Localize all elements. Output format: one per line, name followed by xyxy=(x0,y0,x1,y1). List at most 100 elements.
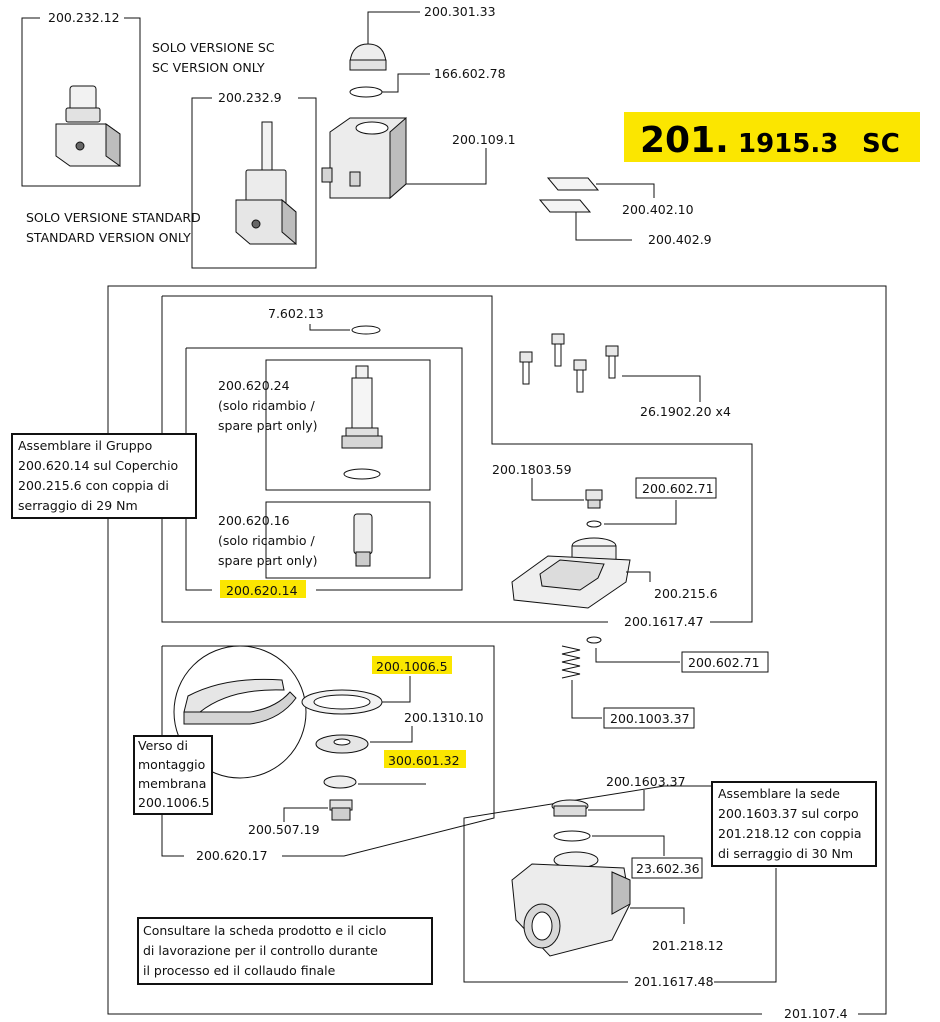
label-plate-1: 200.402.10 xyxy=(622,202,694,217)
label-membrane-disc: 200.1310.10 xyxy=(404,710,484,725)
armature-frame xyxy=(265,359,431,491)
label-screws: 26.1902.20 x4 xyxy=(640,404,731,419)
plunger-frame xyxy=(265,501,431,579)
note-membrane-line1: Verso di xyxy=(138,738,188,753)
label-pilot-oring: 200.602.71 xyxy=(642,481,714,496)
armature-tube-icon xyxy=(341,365,383,480)
label-spring: 200.1003.37 xyxy=(610,711,690,726)
oring-top-icon xyxy=(351,325,381,335)
seat-icon xyxy=(551,799,589,817)
label-spring-oring: 200.602.71 xyxy=(688,655,760,670)
pilot-oring-icon xyxy=(586,520,602,528)
label-pilot-seat: 200.1803.59 xyxy=(492,462,572,477)
coil-group: 200.301.33 166.602.78 200.109.1 xyxy=(321,4,516,200)
note-seat-line4: di serraggio di 30 Nm xyxy=(718,846,853,861)
label-tube-group: 200.620.14 xyxy=(226,583,298,598)
cover-icon xyxy=(511,537,631,609)
title-suffix: SC xyxy=(862,129,900,159)
spring-box xyxy=(603,707,695,729)
label-plunger: 200.620.16 xyxy=(218,513,290,528)
pilot-oring-box xyxy=(635,477,717,499)
label-plate-2-icon xyxy=(538,199,592,213)
label-kit: 201.107.4 xyxy=(784,1006,848,1021)
label-plates-group: 200.402.10 200.402.9 xyxy=(538,177,712,247)
kit-frame xyxy=(107,285,887,1015)
title-prefix: 201. xyxy=(640,120,729,161)
label-connector-std: 200.232.9 xyxy=(218,90,282,105)
membrane-disc-icon xyxy=(315,734,369,754)
label-seat: 200.1603.37 xyxy=(606,774,686,789)
sc-version-it: SOLO VERSIONE SC xyxy=(152,40,275,55)
membrane-group-frame xyxy=(162,645,495,857)
cover-group-frame xyxy=(162,295,753,623)
body-group-frame xyxy=(463,785,714,983)
membrane-oring-icon xyxy=(323,775,357,789)
note-assembly-line3: 200.215.6 con coppia di xyxy=(18,478,169,493)
spring-icon xyxy=(561,645,581,679)
membrane-oring-highlight xyxy=(384,750,466,768)
note-seat-line1: Assemblare la sede xyxy=(718,786,840,801)
tube-group-highlight xyxy=(220,580,306,598)
label-membrane-group: 200.620.17 xyxy=(196,848,268,863)
tube-group-frame xyxy=(186,347,463,591)
valve-body-icon xyxy=(511,851,631,957)
label-cover-group: 200.1617.47 xyxy=(624,614,704,629)
plunger-icon xyxy=(353,513,373,567)
drawing-title: 201. 1915.3 SC xyxy=(624,112,920,162)
std-version-en: STANDARD VERSION ONLY xyxy=(26,230,191,245)
note-assembly-line1: Assemblare il Gruppo xyxy=(18,438,152,453)
nut-oring-icon xyxy=(349,86,383,98)
connector-std-icon xyxy=(235,121,297,246)
membrane-highlight xyxy=(372,656,452,674)
note-consult: Consultare la scheda prodotto e il ciclo… xyxy=(137,917,433,985)
label-armature-tube: 200.620.24 xyxy=(218,378,290,393)
note-seat-line3: 201.218.12 con coppia xyxy=(718,826,861,841)
note-membrane-line4: 200.1006.5 xyxy=(138,795,210,810)
std-connector-group: 200.232.9 SOLO VERSIONE STANDARD STANDAR… xyxy=(26,90,317,269)
label-membrane: 200.1006.5 xyxy=(376,659,448,674)
armature-spare-line2: spare part only) xyxy=(218,418,318,433)
spring-oring-icon xyxy=(586,636,602,644)
coil-icon xyxy=(321,116,407,200)
label-body: 201.218.12 xyxy=(652,938,724,953)
note-membrane-line3: membrana xyxy=(138,776,206,791)
label-cover: 200.215.6 xyxy=(654,586,718,601)
note-seat-line2: 200.1603.37 sul corpo xyxy=(718,806,859,821)
label-nut-oring: 166.602.78 xyxy=(434,66,506,81)
label-nut: 200.301.33 xyxy=(424,4,496,19)
plunger-spare-line1: (solo ricambio / xyxy=(218,533,315,548)
label-membrane-oring: 300.601.32 xyxy=(388,753,460,768)
label-oring-top: 7.602.13 xyxy=(268,306,324,321)
spring-oring-box xyxy=(681,651,769,673)
seat-oring-box xyxy=(631,857,703,879)
screws-icon xyxy=(519,333,619,393)
std-version-it: SOLO VERSIONE STANDARD xyxy=(26,210,201,225)
note-consult-line2: di lavorazione per il controllo durante xyxy=(143,943,378,958)
note-assembly-group: Assemblare il Gruppo 200.620.14 sul Cope… xyxy=(11,404,197,519)
label-plate-2: 200.402.9 xyxy=(648,232,712,247)
note-membrane-line2: montaggio xyxy=(138,757,205,772)
label-plate-1-icon xyxy=(546,177,600,191)
label-connector-sc: 200.232.12 xyxy=(48,10,120,25)
note-consult-line1: Consultare la scheda prodotto e il ciclo xyxy=(143,923,386,938)
pilot-seat-icon xyxy=(585,489,603,509)
sc-connector-group: 200.232.12 SOLO VERSIONE SC SC VERSION O… xyxy=(21,10,275,187)
armature-spare-line1: (solo ricambio / xyxy=(218,398,315,413)
membrane-insert-icon xyxy=(329,799,353,821)
label-body-group: 201.1617.48 xyxy=(634,974,714,989)
note-assembly-line2: 200.620.14 sul Coperchio xyxy=(18,458,178,473)
note-assembly-line4: serraggio di 29 Nm xyxy=(18,498,138,513)
label-seat-oring: 23.602.36 xyxy=(636,861,700,876)
plunger-spare-line2: spare part only) xyxy=(218,553,318,568)
seat-oring-icon xyxy=(553,830,591,842)
title-highlight xyxy=(624,112,920,162)
label-coil: 200.109.1 xyxy=(452,132,516,147)
note-consult-line3: il processo ed il collaudo finale xyxy=(143,963,336,978)
sc-version-en: SC VERSION ONLY xyxy=(152,60,265,75)
note-assembly-seat: Assemblare la sede 200.1603.37 sul corpo… xyxy=(711,781,877,867)
note-membrane-direction: Verso di montaggio membrana 200.1006.5 xyxy=(133,735,213,815)
label-membrane-insert: 200.507.19 xyxy=(248,822,320,837)
nut-icon xyxy=(349,43,387,71)
membrane-icon xyxy=(301,689,383,715)
